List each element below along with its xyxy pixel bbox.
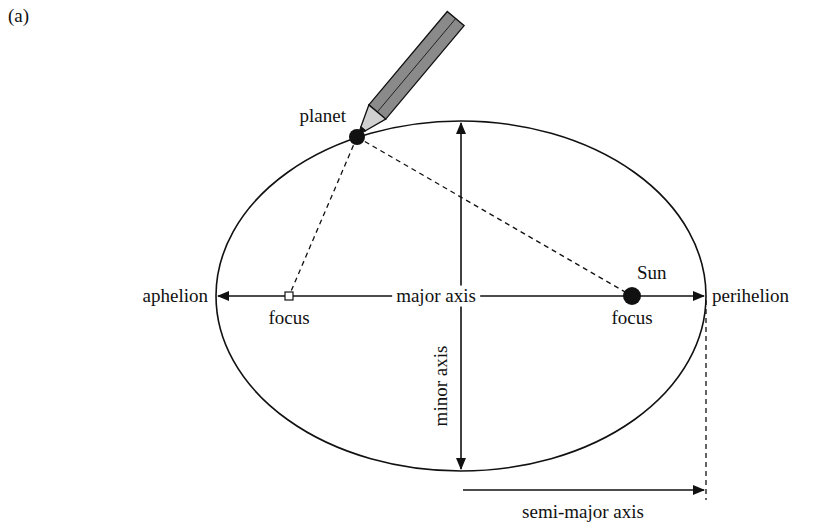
focal-radius-line <box>289 137 357 296</box>
perihelion-label: perihelion <box>712 286 789 307</box>
pencil-icon <box>350 11 465 142</box>
semi-major-axis-arrow <box>463 489 704 491</box>
panel-label: (a) <box>8 6 29 27</box>
focal-radius-line <box>357 137 632 296</box>
planet-dot <box>349 129 365 145</box>
aphelion-label: aphelion <box>143 286 208 307</box>
axis-label: minor axis <box>431 346 452 427</box>
sun-label: Sun <box>637 263 667 284</box>
pencil-body <box>369 11 464 119</box>
axis-label: semi-major axis <box>522 502 644 523</box>
axis-label: major axis <box>392 286 480 307</box>
focus-label: focus <box>268 308 309 329</box>
focus-label: focus <box>611 308 652 329</box>
sun-dot <box>623 287 641 305</box>
orbit-ellipse <box>216 121 706 471</box>
empty-focus-marker <box>285 292 293 300</box>
extension-line <box>705 300 706 500</box>
planet-label: planet <box>300 106 346 127</box>
pencil-ridge <box>377 19 455 112</box>
